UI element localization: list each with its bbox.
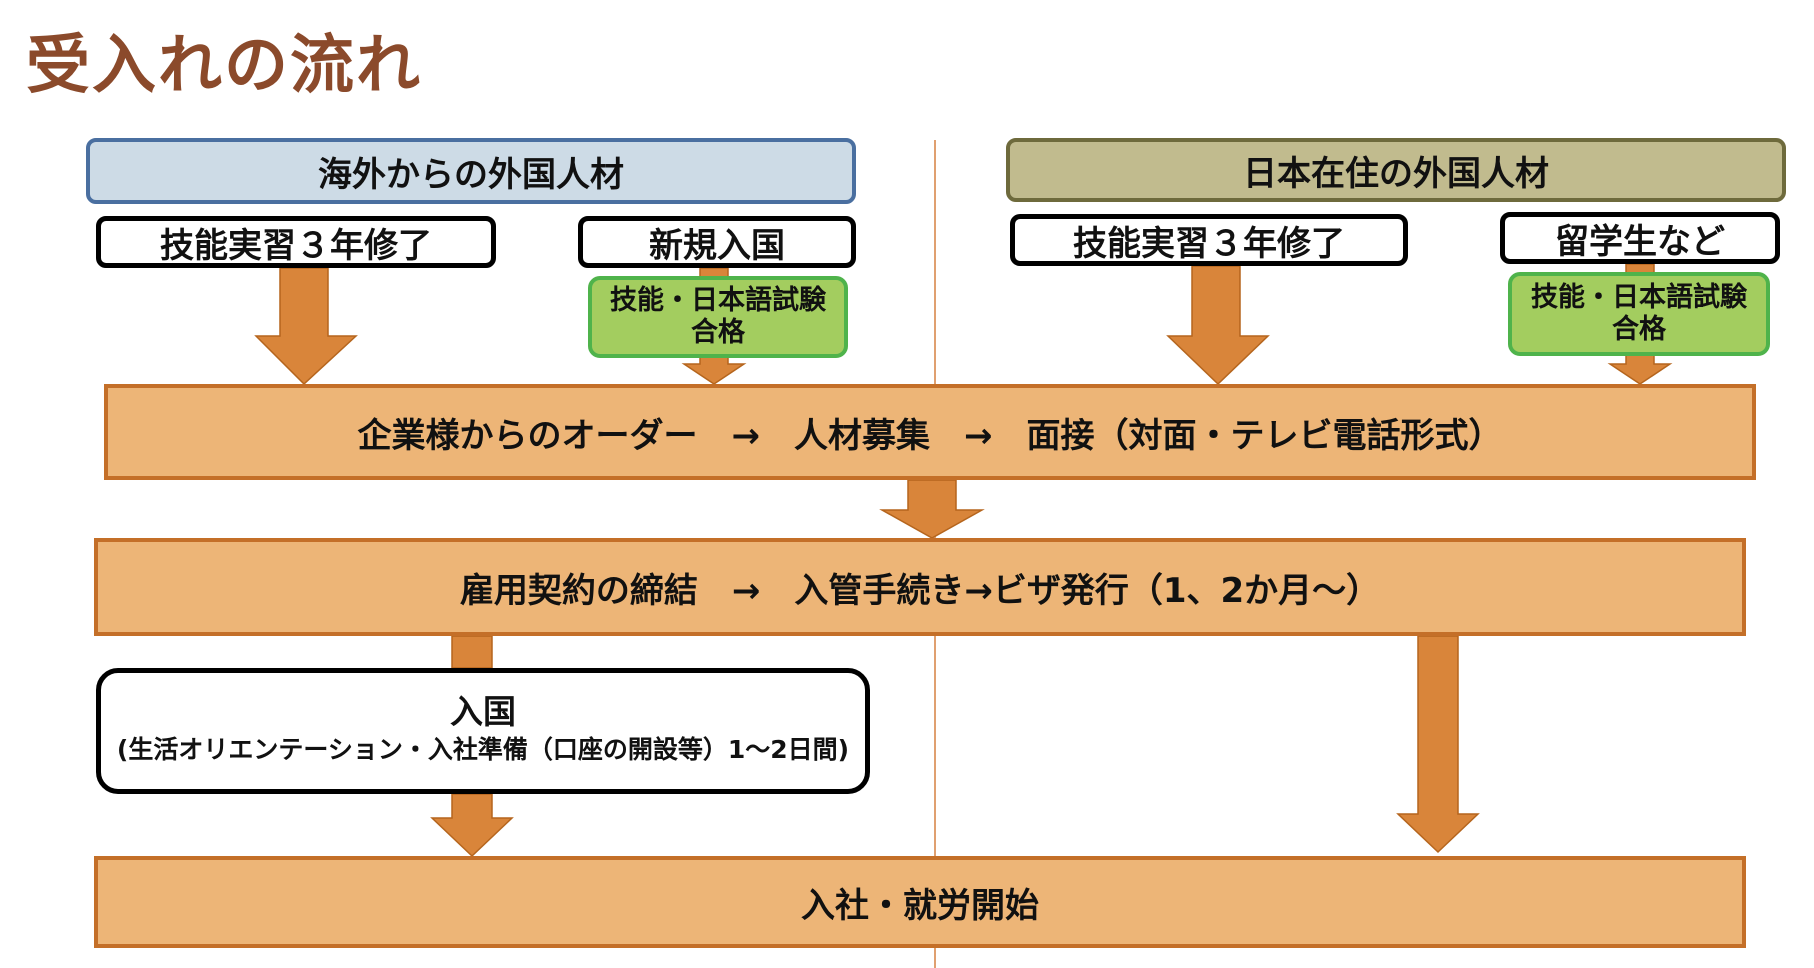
exam-pass-right: 技能・日本語試験 合格 [1508,272,1770,356]
exam-pass-right-line2: 合格 [1612,314,1666,345]
step-order-label: 企業様からのオーダー → 人材募集 → 面接（対面・テレビ電話形式） [357,415,1503,456]
box-right-training-label: 技能実習３年修了 [1073,223,1345,264]
arrow-contract-to-entry [451,635,493,669]
box-students: 留学生など [1500,212,1780,264]
arrow-entry-to-start [430,793,514,858]
step-contract-visa: 雇用契約の締結 → 入管手続き→ビザ発行（1、2か月～） [94,538,1746,636]
step-entry-title: 入国 [450,692,516,731]
box-left-training-label: 技能実習３年修了 [160,225,432,266]
box-new-entry: 新規入国 [578,216,856,268]
header-resident: 日本在住の外国人材 [1006,138,1786,202]
page-title: 受入れの流れ [26,29,422,103]
exam-pass-left-line1: 技能・日本語試験 [610,285,826,316]
arrow-order-to-contract [879,479,985,539]
exam-pass-right-line1: 技能・日本語試験 [1531,282,1747,313]
box-left-training: 技能実習３年修了 [96,216,496,268]
box-students-label: 留学生など [1555,221,1725,262]
arrow-right-training-to-order [1166,265,1270,386]
step-entry-detail: (生活オリエンテーション・入社準備（口座の開設等）1～2日間) [116,735,850,764]
box-right-training: 技能実習３年修了 [1010,214,1408,266]
header-overseas-label: 海外からの外国人材 [318,154,624,195]
step-contract-label: 雇用契約の締結 → 入管手続き→ビザ発行（1、2か月～） [459,570,1381,611]
exam-pass-left: 技能・日本語試験 合格 [588,276,848,358]
box-new-entry-label: 新規入国 [649,225,785,266]
arrow-right-contract-to-start [1396,635,1480,854]
exam-pass-left-line2: 合格 [691,317,745,348]
step-order-recruit-interview: 企業様からのオーダー → 人材募集 → 面接（対面・テレビ電話形式） [104,384,1756,480]
step-start-label: 入社・就労開始 [801,885,1039,926]
step-start-work: 入社・就労開始 [94,856,1746,948]
header-resident-label: 日本在住の外国人材 [1243,153,1549,194]
step-entry: 入国 (生活オリエンテーション・入社準備（口座の開設等）1～2日間) [96,668,870,794]
arrow-left-training-to-order [254,267,358,386]
header-overseas: 海外からの外国人材 [86,138,856,204]
